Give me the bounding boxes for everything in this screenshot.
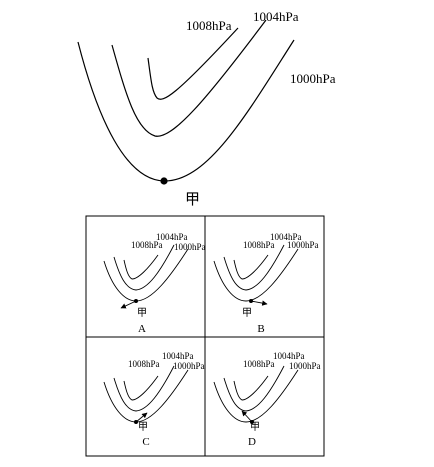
main-isobar-1000 [77, 39, 295, 182]
option-c-isobar-1008 [123, 375, 159, 401]
option-c-label-jia: 甲 [138, 422, 148, 433]
option-a-label-1004: 1004hPa [156, 232, 188, 242]
option-c-label-1004: 1004hPa [162, 351, 194, 361]
option-c: 1004hPa 1008hPa 1000hPa 甲 C [103, 351, 205, 448]
option-d-label-1000: 1000hPa [289, 361, 321, 371]
option-a-letter: A [138, 323, 146, 335]
option-d-label-1004: 1004hPa [273, 351, 305, 361]
option-b: 1004hPa 1008hPa 1000hPa 甲 B [213, 232, 319, 335]
option-c-wind-arrow [135, 412, 148, 423]
option-a-label-1000: 1000hPa [174, 242, 206, 252]
option-b-label-1004: 1004hPa [270, 232, 302, 242]
option-d-wind-arrow [241, 410, 253, 423]
option-a-wind-arrow [120, 300, 137, 309]
option-a-label-1008: 1008hPa [131, 240, 163, 250]
option-a-isobar-1008 [123, 254, 159, 280]
main-label-1008: 1008hPa [186, 18, 232, 33]
option-d: 1004hPa 1008hPa 1000hPa 甲 D [213, 351, 321, 448]
option-a-isobar-1000 [103, 248, 189, 302]
option-d-label-1008: 1008hPa [243, 359, 275, 369]
option-c-letter: C [142, 436, 149, 448]
options-panel [85, 215, 325, 457]
option-d-isobar-1004 [223, 365, 285, 412]
option-d-letter: D [248, 436, 256, 448]
option-c-label-1000: 1000hPa [173, 361, 205, 371]
option-b-letter: B [257, 323, 264, 335]
option-b-label-1000: 1000hPa [287, 240, 319, 250]
main-trough-map: 1008hPa 1004hPa 1000hPa 甲 [77, 9, 336, 208]
option-b-label-jia: 甲 [242, 308, 252, 319]
option-b-isobar-1000 [213, 248, 299, 302]
option-b-wind-arrow [250, 300, 268, 306]
main-label-1004: 1004hPa [253, 9, 299, 24]
option-b-isobar-1008 [233, 254, 269, 280]
option-b-isobar-1004 [223, 244, 285, 291]
option-c-label-1008: 1008hPa [128, 359, 160, 369]
main-isobar-1008 [147, 27, 239, 100]
option-a-isobar-1004 [113, 244, 175, 291]
option-a-label-jia: 甲 [137, 308, 147, 319]
option-d-isobar-1000 [213, 369, 299, 423]
main-isobar-1004 [111, 19, 267, 137]
option-b-label-1008: 1008hPa [243, 240, 275, 250]
main-label-jia: 甲 [185, 192, 200, 208]
main-point-jia [160, 177, 168, 185]
option-d-label-jia: 甲 [250, 422, 260, 433]
main-label-1000: 1000hPa [290, 71, 336, 86]
option-d-isobar-1008 [233, 375, 269, 401]
option-c-isobar-1004 [113, 365, 175, 412]
option-a: 1004hPa 1008hPa 1000hPa 甲 A [103, 232, 206, 335]
